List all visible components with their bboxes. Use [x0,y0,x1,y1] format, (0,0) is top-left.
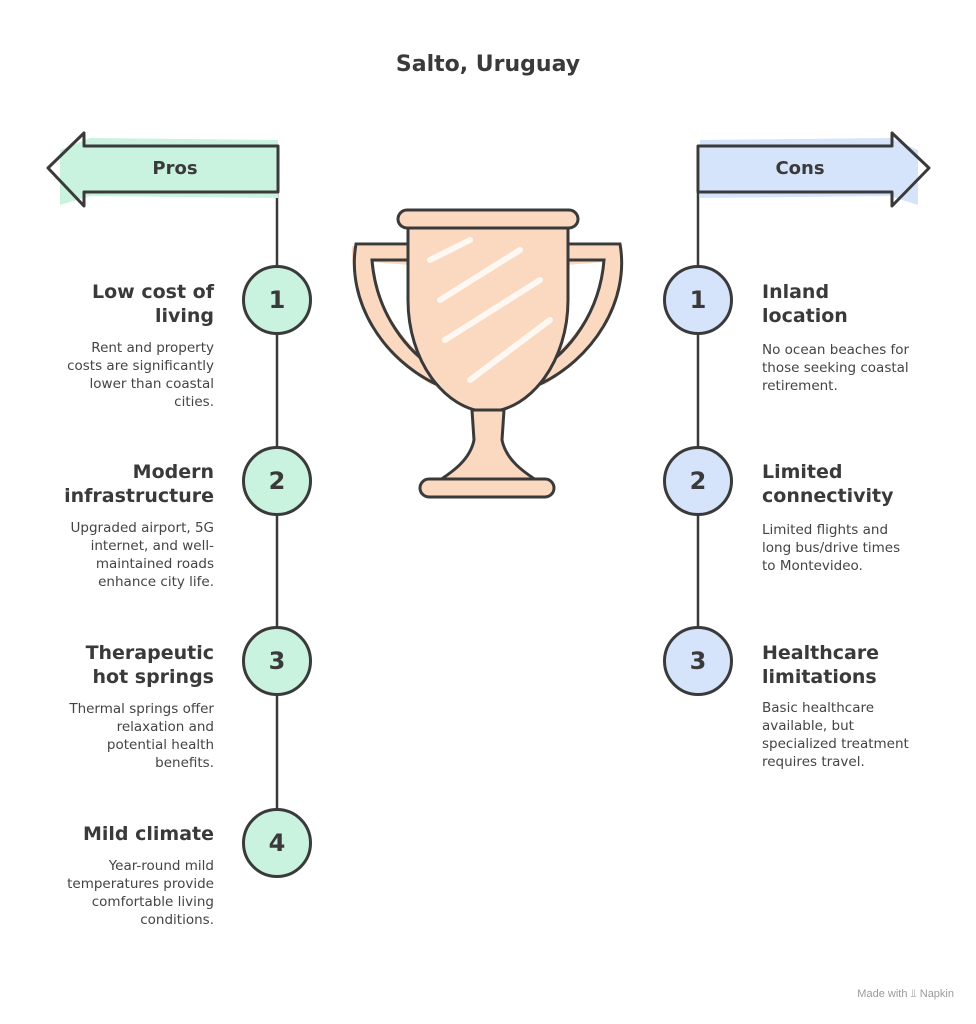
con-number-badge: 2 [663,446,733,516]
pro-number-badge: 4 [242,808,312,878]
napkin-logo-icon: ⫫ [910,988,917,1000]
footer-credit: Made with ⫫ Napkin [857,988,954,1001]
pro-number-badge: 3 [242,626,312,696]
right-arrow-icon [696,131,931,208]
trophy-icon [351,208,624,499]
cons-label: Cons [775,158,825,179]
page-title: Salto, Uruguay [395,52,581,77]
pro-number-badge: 2 [242,446,312,516]
brand-name: Napkin [919,988,954,1000]
pro-item-title: Mild climate [82,823,214,845]
con-number-badge: 1 [663,265,733,335]
con-number-badge: 3 [663,626,733,696]
pro-number-badge: 1 [242,265,312,335]
pros-label: Pros [152,158,198,179]
made-with-text: Made with [857,988,908,1000]
left-arrow-icon [46,131,280,208]
